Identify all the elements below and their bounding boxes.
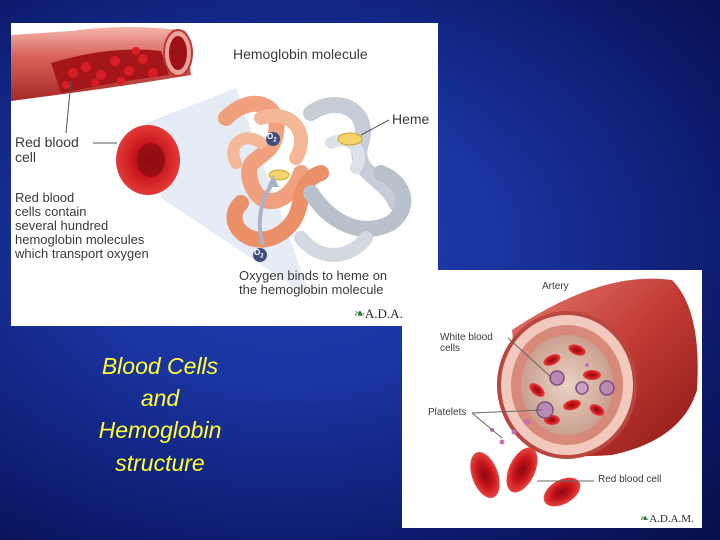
hemoglobin-molecule-label: Hemoglobin molecule bbox=[233, 46, 368, 62]
outside-cells bbox=[470, 401, 581, 507]
heme-leader-line bbox=[360, 119, 390, 136]
platelets-leader-line-2 bbox=[471, 412, 503, 439]
oxygen-arrow-head bbox=[267, 175, 279, 187]
artery-drawing bbox=[470, 278, 698, 507]
o2-symbol-lower: O2 bbox=[254, 248, 264, 260]
oxygen-arrow bbox=[257, 181, 275, 246]
adam-logo-bottom: ❧A.D.A.M. bbox=[640, 513, 694, 525]
slide-title: Blood Cells and Hemoglobin structure bbox=[60, 350, 260, 479]
red-blood-cell-label: Red blood cell bbox=[598, 474, 662, 485]
vessel-leader-line bbox=[65, 80, 72, 134]
o2-molecule-upper bbox=[266, 132, 280, 146]
artery-illustration: Artery White blood cells Platelets Red b… bbox=[402, 270, 702, 528]
platelets-leader-line bbox=[471, 409, 543, 414]
title-line-1: Blood Cells bbox=[101, 353, 219, 379]
hemoglobin-illustration: O2 O2 Hemoglobin molecule Heme Red blood… bbox=[11, 23, 438, 326]
platelets-label: Platelets bbox=[428, 407, 467, 418]
o2-symbol-upper: O2 bbox=[267, 132, 277, 144]
title-line-3: Hemoglobin bbox=[98, 417, 222, 444]
wbc-leader-line bbox=[507, 337, 553, 379]
hemoglobin-chains-orange bbox=[218, 95, 329, 248]
hemoglobin-chains-grey bbox=[294, 96, 412, 262]
rbc-label: Red blood cell bbox=[15, 134, 79, 166]
blood-vessel bbox=[11, 27, 193, 101]
title-line-2: and bbox=[140, 385, 180, 412]
heme-disc bbox=[337, 132, 363, 146]
heme-label: Heme bbox=[392, 111, 430, 127]
red-blood-cell bbox=[116, 125, 180, 195]
leaf-icon: ❧ bbox=[354, 306, 365, 321]
artery-label: Artery bbox=[542, 281, 569, 292]
oxygen-binds-text: Oxygen binds to heme on the hemoglobin m… bbox=[239, 268, 388, 298]
o2-molecule-lower bbox=[253, 248, 267, 262]
hemoglobin-drawing bbox=[11, 27, 412, 298]
white-blood-cells-label: White blood cells bbox=[440, 332, 493, 354]
rbc-contains-text: Red blood cells contain several hundred … bbox=[15, 190, 149, 262]
title-line-4: structure bbox=[115, 449, 205, 476]
leaf-icon: ❧ bbox=[640, 513, 650, 525]
